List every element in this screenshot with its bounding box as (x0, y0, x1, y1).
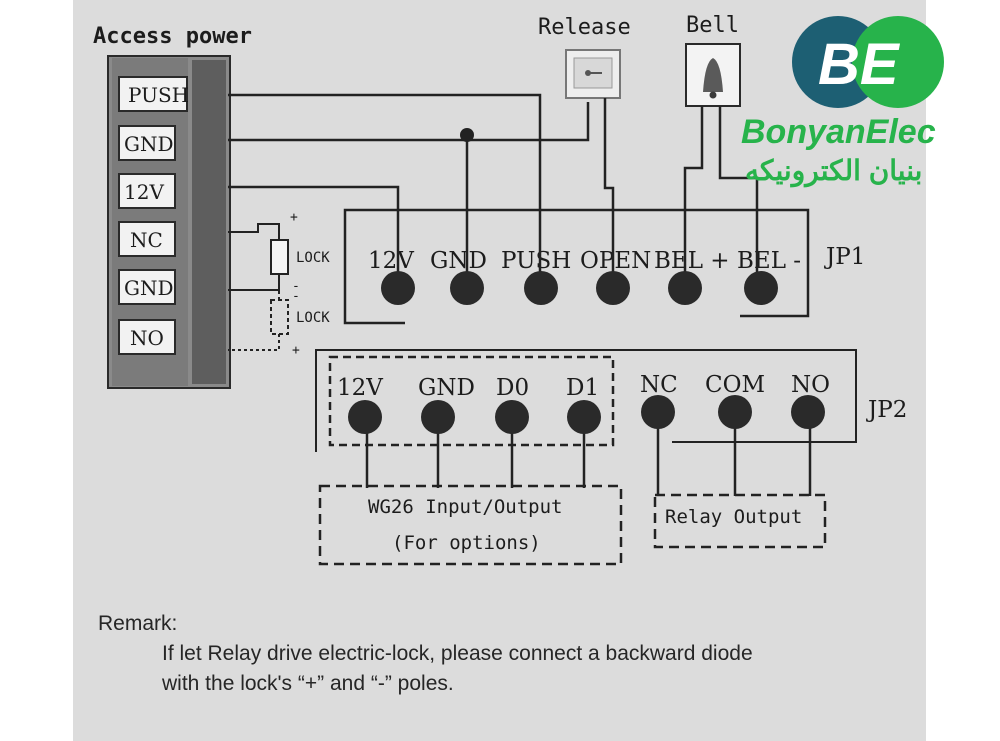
lock-wiring (228, 223, 289, 351)
jp2-pin-d0-label: D0 (496, 375, 529, 401)
jp2-label: JP2 (866, 397, 907, 423)
lock-minus-mark-2: - (292, 289, 300, 304)
relay-group-box (653, 493, 827, 549)
jp1-pin-belminus-label: BEL - (737, 248, 801, 274)
logo-arabic: بنیان الکترونیکه (745, 155, 922, 188)
jp1-outline (343, 208, 810, 325)
terminal-gnd-label: GND (124, 132, 174, 156)
exit-button-icon (565, 49, 621, 99)
wg26-label-line2: (For options) (392, 532, 541, 554)
jp2-pin-gnd (421, 400, 455, 434)
remark-line-1: If let Relay drive electric-lock, please… (162, 642, 753, 665)
lock-label-1: LOCK (296, 250, 330, 266)
remark-title: Remark: (98, 612, 178, 635)
terminal-nc-label: NC (130, 228, 163, 252)
jp1-pin-belplus-label: BEL + (654, 248, 730, 274)
lock-plus-mark-1: + (290, 210, 298, 225)
jp1-label: JP1 (824, 244, 865, 270)
remark-line-2: with the lock's “+” and “-” poles. (162, 672, 454, 695)
relay-output-label: Relay Output (665, 506, 802, 528)
jp1-pins (381, 271, 778, 305)
jp1-pin-open (596, 271, 630, 305)
access-power-terminal-strip (192, 60, 226, 384)
logo-wordmark: BonyanElec (741, 113, 936, 151)
access-power-terminals: PUSH GND 12V NC GND NO (118, 76, 189, 355)
jp1-pin-gnd-label: GND (430, 248, 487, 274)
lock-label-2: LOCK (296, 310, 330, 326)
jp2-pin-12v-label: 12V (337, 375, 383, 401)
jp2-pin-com (718, 395, 752, 429)
jp2-pin-com-label: COM (705, 372, 765, 398)
bonyanelec-logo: BE BonyanElec بنیان الکترونیکه (741, 16, 944, 188)
jp2-pin-no-label: NO (791, 372, 830, 398)
jp2-pin-labels: 12V GND D0 D1 NC COM NO (337, 372, 830, 401)
lock-minus-mark-1: - (292, 279, 300, 294)
gnd-junction-dot (460, 128, 474, 142)
bell-label: Bell (686, 13, 739, 38)
jp1-wires (228, 93, 759, 288)
jp1-pin-push (524, 271, 558, 305)
terminal-push-label: PUSH (128, 83, 189, 107)
jp1-pin-belminus (744, 271, 778, 305)
jp2-pin-nc-label: NC (640, 372, 678, 398)
jp1-pin-open-label: OPEN (580, 248, 651, 274)
access-power-title: Access power (93, 24, 252, 49)
logo-mark: BE (818, 32, 901, 97)
jp1-pin-12v (381, 271, 415, 305)
bell-icon (685, 43, 741, 107)
jp2-pin-nc (641, 395, 675, 429)
terminal-gnd2-label: GND (124, 276, 174, 300)
terminal-12v-label: 12V (124, 180, 164, 204)
jp2-pin-d1 (567, 400, 601, 434)
jp1-pin-belplus (668, 271, 702, 305)
jp1-pin-push-label: PUSH (501, 248, 571, 274)
jp2-pin-gnd-label: GND (418, 375, 475, 401)
jp2-pin-d1-label: D1 (566, 375, 599, 401)
jp1-pin-12v-label: 12V (368, 248, 414, 274)
jp1-pin-gnd (450, 271, 484, 305)
jp1-pin-labels: 12V GND PUSH OPEN BEL + BEL - (368, 248, 801, 274)
wg26-label-line1: WG26 Input/Output (368, 496, 562, 518)
terminal-no-label: NO (130, 326, 164, 350)
wg26-dashed-box (328, 355, 615, 447)
lock-plus-mark-2: + (292, 343, 300, 358)
release-label: Release (538, 15, 631, 40)
logo-circle-green (852, 16, 944, 108)
jp2-pins (348, 395, 825, 434)
jp2-pin-d0 (495, 400, 529, 434)
jp2-outline (315, 349, 857, 452)
jp2-pin-12v (348, 400, 382, 434)
wg26-group-box (318, 484, 623, 566)
jp2-pin-no (791, 395, 825, 429)
